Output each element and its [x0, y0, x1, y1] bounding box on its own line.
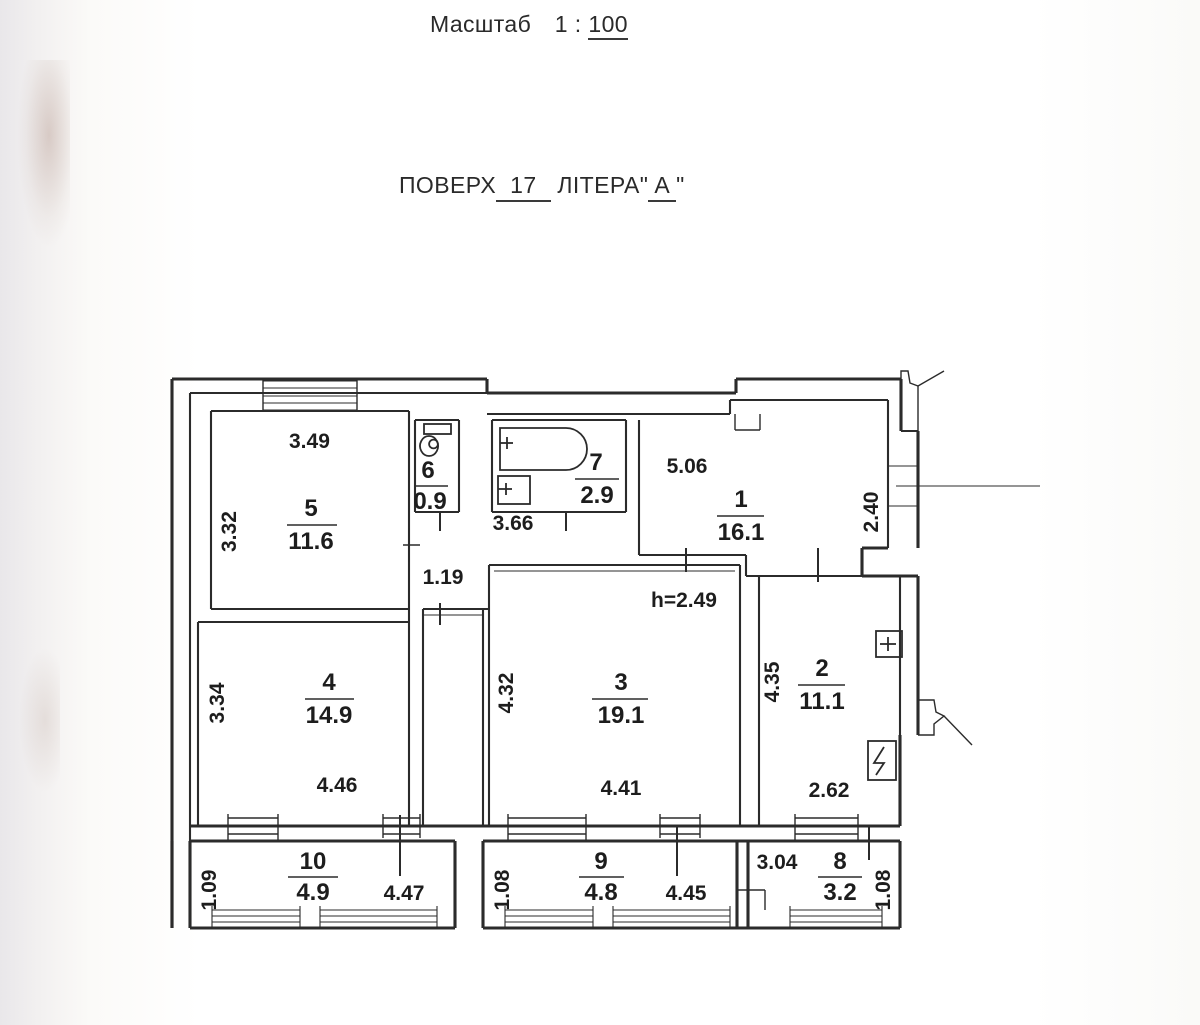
- room-5-area: 11.6: [288, 528, 333, 555]
- scale-value: 100: [588, 11, 628, 40]
- dim-1-08-left: 1.08: [491, 869, 514, 910]
- sink-icon: [497, 475, 531, 505]
- dim-4-46: 4.46: [317, 774, 358, 797]
- room-3-area: 19.1: [598, 702, 645, 729]
- room-2-number: 2: [815, 655, 828, 682]
- bathtub-icon: [499, 427, 588, 471]
- kitchen-sink-icon: [875, 630, 903, 658]
- dim-1-08-right: 1.08: [872, 869, 895, 910]
- balcony-9: [481, 839, 750, 930]
- room-2-area: 11.1: [799, 688, 844, 715]
- balcony-9-number: 9: [594, 848, 607, 875]
- balcony-door-ticks: [399, 826, 870, 876]
- dim-4-47: 4.47: [384, 882, 425, 905]
- window-room4-bottom: [227, 814, 421, 838]
- dim-2-62: 2.62: [809, 779, 850, 802]
- room-4-number: 4: [322, 669, 336, 696]
- window-room2-bottom: [794, 814, 859, 838]
- room-4-area: 14.9: [306, 702, 353, 729]
- outer-walls: [170, 377, 920, 928]
- dim-3-49: 3.49: [289, 430, 330, 453]
- dim-1-09: 1.09: [198, 870, 221, 911]
- dim-3-34: 3.34: [206, 682, 229, 723]
- room-7-number: 7: [589, 449, 602, 476]
- quote-open: ": [639, 172, 649, 198]
- electrical-symbol-icon: [867, 740, 897, 781]
- window-right-room1: [888, 465, 1040, 507]
- room-3-number: 3: [614, 669, 627, 696]
- window-top-room5: [262, 379, 358, 411]
- balcony-9-area: 4.8: [584, 879, 617, 906]
- letter-label: ЛІТЕРА: [557, 172, 640, 198]
- room-7-area: 2.9: [580, 482, 613, 509]
- balcony-8-number: 8: [833, 848, 846, 875]
- balcony-8: [735, 839, 902, 930]
- window-room3-bottom: [507, 814, 701, 838]
- room-4: [196, 620, 409, 860]
- room-7: [490, 418, 628, 531]
- dim-4-41: 4.41: [601, 777, 642, 800]
- dim-4-32: 4.32: [495, 673, 518, 714]
- balcony-8-area: 3.2: [823, 879, 856, 906]
- balcony-10: [188, 839, 457, 930]
- dim-1-19: 1.19: [423, 566, 464, 589]
- dim-3-66: 3.66: [493, 512, 534, 535]
- floor-label: ПОВЕРХ: [399, 172, 497, 198]
- dim-5-06: 5.06: [667, 455, 708, 478]
- room-1-area: 16.1: [718, 519, 765, 546]
- room-6-area: 0.9: [413, 488, 446, 515]
- dim-4-35: 4.35: [761, 661, 784, 702]
- dim-4-45: 4.45: [666, 882, 707, 905]
- room-6-number: 6: [421, 457, 434, 484]
- room-6: [413, 418, 461, 531]
- scale-heading: Масштаб 1 : 100: [430, 11, 628, 40]
- room-5-number: 5: [304, 495, 317, 522]
- entry-door-lower-right: [918, 699, 973, 746]
- room-5: [209, 409, 420, 611]
- floor-value: 17: [496, 172, 551, 202]
- balcony-10-number: 10: [300, 848, 327, 875]
- dim-2-40: 2.40: [860, 492, 883, 533]
- room-1-number: 1: [734, 486, 747, 513]
- quote-close: ": [676, 172, 685, 198]
- room-2: [757, 566, 903, 828]
- balcony-connection-stubs: [227, 838, 859, 841]
- dim-3-32: 3.32: [218, 511, 241, 552]
- entry-door-top-right: [900, 370, 945, 431]
- dim-h-ceiling: h=2.49: [651, 589, 717, 612]
- scale-label: Масштаб: [430, 11, 532, 37]
- room-3: [487, 548, 742, 828]
- dim-3-04: 3.04: [757, 851, 798, 874]
- inner-corridor: [407, 603, 489, 826]
- balcony-10-area: 4.9: [296, 879, 329, 906]
- room-1: [637, 414, 862, 578]
- toilet-icon: [419, 423, 452, 457]
- letter-value: А: [648, 172, 677, 202]
- scale-separator: 1 :: [554, 11, 582, 37]
